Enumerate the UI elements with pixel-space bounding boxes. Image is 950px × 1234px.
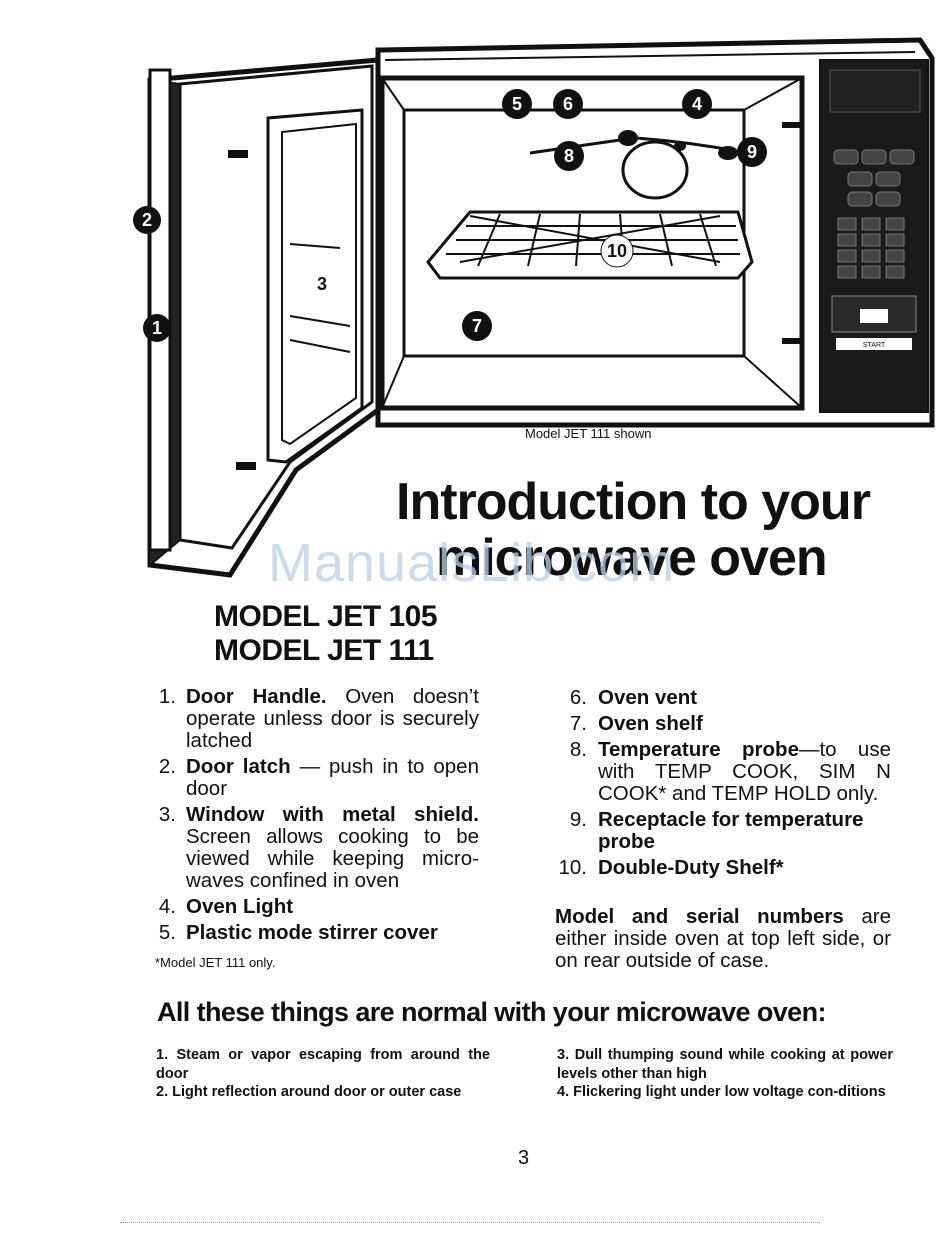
model-line-2: MODEL JET 111 [214, 634, 434, 667]
list-item: 7.Oven shelf [569, 712, 703, 735]
list-item: 1.Door Handle. Oven doesn’t operate unle… [158, 685, 479, 752]
parts-list-right: 6.Oven vent 7.Oven shelf 8.Temperature p… [555, 686, 892, 883]
svg-text:10: 10 [607, 241, 627, 261]
list-item: 3. Dull thumping sound while cooking at … [557, 1047, 893, 1082]
callout-8: 8 [554, 141, 584, 171]
model-names: MODEL JET 105 MODEL JET 111 [214, 600, 438, 668]
illustration-caption: Model JET 111 shown [525, 426, 652, 441]
list-item: 8.Temperature probe—to use with TEMP COO… [569, 738, 891, 805]
start-label: START [863, 342, 886, 349]
list-item: 3.Window with metal shield. Screen allow… [158, 803, 479, 892]
title-line-2: microwave oven [436, 529, 828, 587]
svg-text:1: 1 [152, 318, 162, 338]
watermark: ManualsLib.com [268, 533, 676, 593]
svg-text:2: 2 [142, 210, 152, 230]
callout-7: 7 [462, 311, 492, 341]
svg-text:5: 5 [512, 94, 522, 114]
normal-things-left: 1. Steam or vapor escaping from around t… [156, 1046, 490, 1102]
list-item: 5.Plastic mode stirrer cover [158, 921, 438, 944]
callout-9: 9 [737, 137, 767, 167]
list-item: 2. Light reflection around door or outer… [156, 1084, 462, 1100]
callout-2: 2 [133, 206, 161, 234]
svg-text:3: 3 [317, 274, 327, 294]
list-item: 4.Oven Light [158, 895, 294, 918]
microwave-illustration: START 1 2 3 4 5 6 7 8 9 10 [133, 37, 935, 578]
svg-text:4: 4 [692, 94, 702, 114]
callout-1: 1 [143, 314, 171, 342]
normal-things-heading: All these things are normal with your mi… [157, 997, 826, 1027]
svg-text:8: 8 [564, 146, 574, 166]
page-number: 3 [518, 1147, 530, 1169]
callout-10: 10 [600, 234, 634, 268]
parts-list-left: 1.Door Handle. Oven doesn’t operate unle… [154, 686, 479, 948]
svg-text:9: 9 [747, 142, 757, 162]
svg-text:7: 7 [472, 316, 482, 336]
svg-text:6: 6 [563, 94, 573, 114]
normal-things-right: 3. Dull thumping sound while cooking at … [557, 1046, 893, 1102]
callout-4: 4 [682, 89, 712, 119]
list-item: 10.Double-Duty Shelf* [558, 856, 784, 879]
list-item: 2.Door latch — push in to open door [158, 755, 479, 800]
callout-3: 3 [307, 269, 337, 299]
list-item: 9.Receptacle for temperature probe [569, 808, 864, 853]
callout-6: 6 [553, 89, 583, 119]
page-title: Introduction to your microwave oven [396, 474, 896, 586]
serial-number-note: Model and serial numbers are either insi… [555, 905, 892, 972]
list-item: 1. Steam or vapor escaping from around t… [156, 1047, 490, 1082]
page-edge-divider [120, 1222, 820, 1223]
callout-5: 5 [502, 89, 532, 119]
footnote: *Model JET 111 only. [155, 955, 276, 970]
title-line-1: Introduction to your [396, 473, 871, 531]
list-item: 6.Oven vent [569, 686, 698, 709]
list-item: 4. Flickering light under low voltage co… [557, 1084, 886, 1100]
model-line-1: MODEL JET 105 [214, 600, 438, 633]
